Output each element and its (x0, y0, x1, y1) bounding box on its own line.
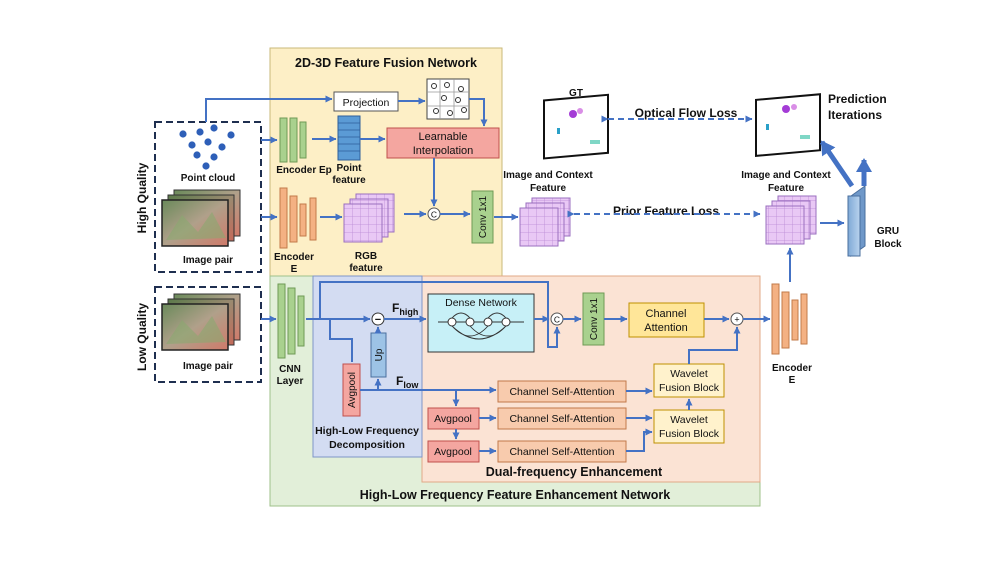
encoder-e-right-blocks (771, 283, 808, 355)
decomp-title-line2: Decomposition (329, 439, 405, 451)
ctx-left-label-1: Image and Context (503, 170, 593, 181)
arrows (205, 95, 845, 455)
ctx-right-feature-cube (765, 195, 817, 245)
encoder-ep-label: Encoder Ep (276, 165, 332, 176)
point-cloud-icon (179, 124, 235, 170)
prediction-label-1: Prediction (828, 92, 887, 106)
learnable-interpolation-box (386, 127, 500, 159)
decomp-title-line1: High-Low Frequency (315, 425, 419, 437)
ctx-right-label-2: Feature (768, 183, 805, 194)
encoder-ep-blocks (279, 117, 307, 163)
point-feature-bar (337, 115, 361, 161)
cnn-label-1: CNN (279, 364, 301, 375)
gru-block (847, 185, 866, 257)
wavelet-label-1b: Fusion Block (659, 382, 720, 394)
low-quality-input-box (154, 286, 262, 383)
hq-image-pair-icon (161, 189, 241, 247)
enhance-conv-label: Conv 1x1 (589, 297, 600, 340)
cnn-label-2: Layer (277, 376, 304, 387)
avgpool-label-1: Avgpool (434, 413, 472, 425)
dense-network-label: Dense Network (445, 297, 518, 309)
gt-flow-image (543, 93, 609, 160)
gru-label-1: GRU (877, 226, 899, 237)
prior-feature-loss-label: Prior Feature Loss (613, 204, 719, 218)
wavelet-label-1a: Wavelet (670, 368, 708, 380)
csa-label-1: Channel Self-Attention (509, 386, 614, 398)
lq-image-pair-icon (161, 293, 241, 351)
point-feature-label-2: feature (332, 175, 366, 186)
lq-image-pair-label: Image pair (183, 361, 233, 372)
f-low-label: Flow (396, 374, 419, 390)
encoder-e-right-label-1: Encoder (772, 363, 812, 374)
cnn-layer-blocks (277, 283, 305, 359)
encoder-e-right-label-2: E (789, 375, 796, 386)
learnable-label-2: Interpolation (413, 145, 474, 157)
decomp-panel (312, 275, 423, 458)
projection-label: Projection (343, 97, 390, 109)
channel-attention-label-1: Channel (646, 308, 687, 320)
projected-points-grid-icon (426, 78, 470, 120)
learnable-label-1: Learnable (419, 131, 468, 143)
wavelet-box-1 (653, 363, 725, 398)
csa-label-2: Channel Self-Attention (509, 413, 614, 425)
low-quality-label: Low Quality (135, 303, 149, 371)
encoder-e-label-1: Encoder (274, 252, 314, 263)
enhance-panel-title: High-Low Frequency Feature Enhancement N… (360, 488, 671, 502)
ctx-left-feature-cube (519, 197, 571, 247)
fusion-conv-box (471, 190, 494, 244)
gru-label-2: Block (874, 239, 902, 250)
prediction-label-2: Iterations (828, 108, 882, 122)
avgpool-label-2: Avgpool (434, 446, 472, 458)
dual-panel-title: Dual-frequency Enhancement (486, 465, 663, 479)
point-cloud-label: Point cloud (181, 173, 235, 184)
fusion-concat-label: C (431, 210, 437, 220)
point-feature-label-1: Point (337, 163, 363, 174)
avgpool-main-label: Avgpool (347, 372, 358, 408)
fusion-conv-label: Conv 1x1 (478, 195, 489, 238)
gt-label: GT (569, 88, 583, 99)
add-label: + (734, 315, 739, 325)
encoder-e-label-2: E (291, 264, 298, 275)
up-label: Up (374, 348, 385, 361)
hq-image-pair-label: Image pair (183, 255, 233, 266)
high-quality-label: High Quality (135, 162, 149, 233)
ctx-left-label-2: Feature (530, 183, 567, 194)
dense-network-box (427, 293, 535, 353)
gru-iteration-arrows (819, 140, 872, 188)
enhance-concat-label: C (554, 315, 560, 325)
prediction-flow-image (755, 93, 821, 157)
f-high-label: Fhigh (392, 301, 418, 317)
csa-label-3: Channel Self-Attention (509, 446, 614, 458)
wavelet-label-2b: Fusion Block (659, 428, 720, 440)
rgb-feature-cube (343, 193, 395, 243)
high-quality-input-box (154, 121, 262, 273)
rgb-feature-label-2: feature (349, 263, 383, 274)
ctx-right-label-1: Image and Context (741, 170, 831, 181)
channel-attention-label-2: Attention (644, 322, 687, 334)
encoder-e-blocks (279, 187, 317, 249)
optical-flow-loss-label: Optical Flow Loss (635, 106, 738, 120)
fusion-panel-title: 2D-3D Feature Fusion Network (295, 56, 477, 70)
wavelet-label-2a: Wavelet (670, 414, 708, 426)
rgb-feature-label-1: RGB (355, 251, 377, 262)
subtract-label: − (375, 314, 381, 326)
